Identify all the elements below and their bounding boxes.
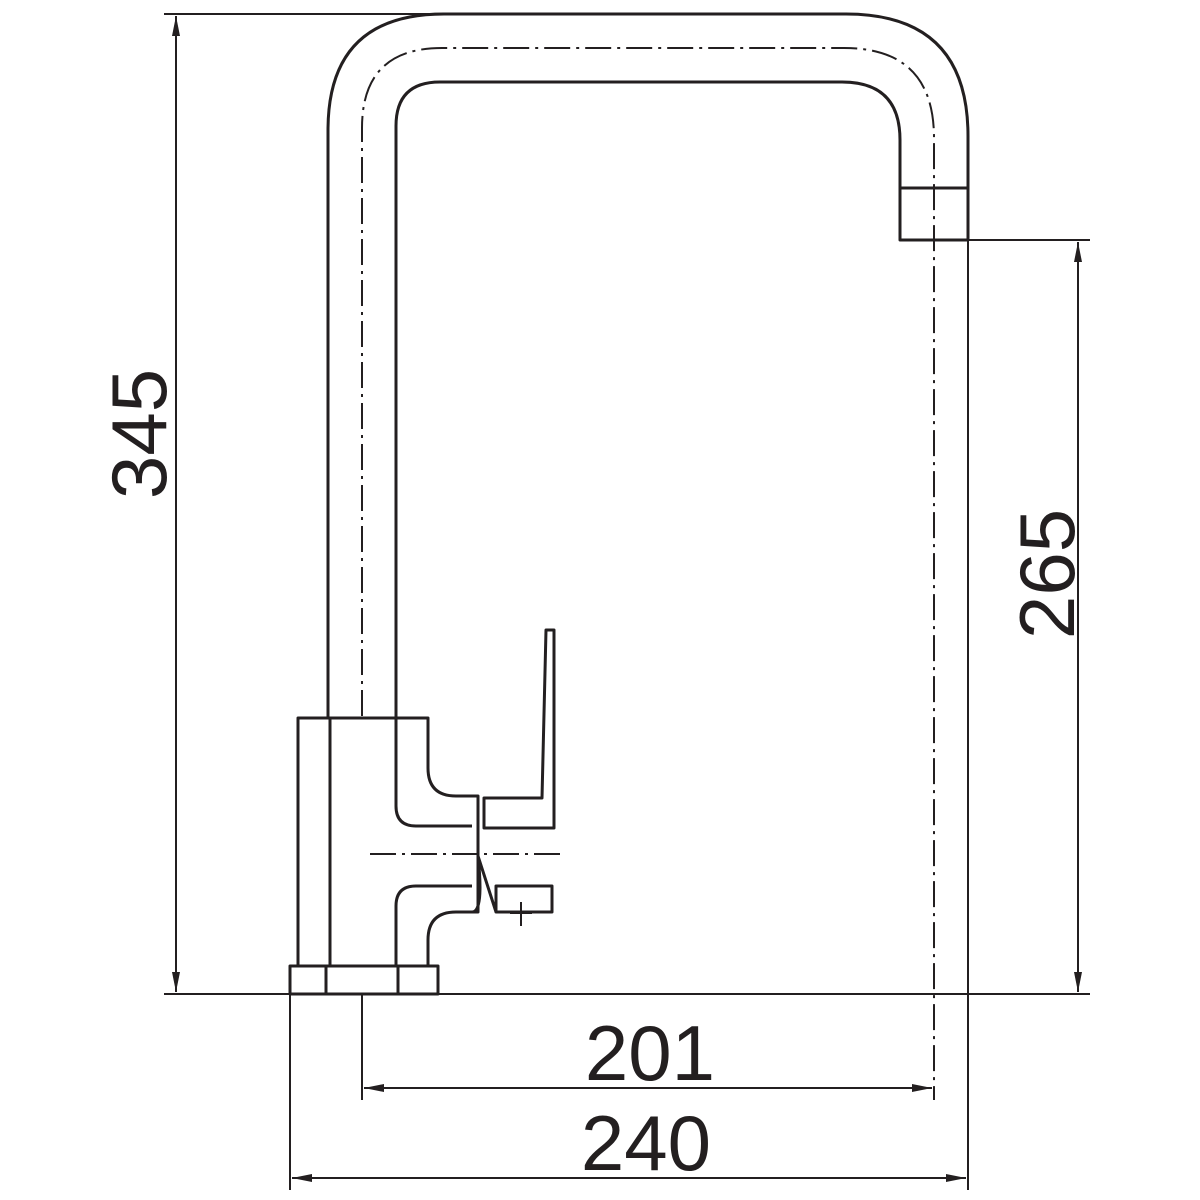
handle-hub: [494, 884, 554, 914]
overall-width-label: 240: [581, 1099, 711, 1187]
spout-height-label: 265: [1003, 509, 1091, 639]
handle-joint: [471, 828, 498, 914]
cartridge-lower: [394, 884, 472, 966]
handle-lever: [482, 628, 556, 830]
faucet-body: [296, 716, 480, 966]
overall-height-label: 345: [95, 369, 183, 499]
spout-centerline: [361, 47, 935, 1100]
base-plate: [288, 964, 440, 996]
spout-reach-label: 201: [585, 1009, 715, 1097]
cartridge-upper: [394, 718, 472, 828]
dimension-labels: 345 265 201 240: [95, 369, 1091, 1187]
faucet-outline: [288, 12, 970, 1100]
spout-outer-contour: [326, 12, 970, 718]
dimension-lines: [164, 13, 1090, 1190]
